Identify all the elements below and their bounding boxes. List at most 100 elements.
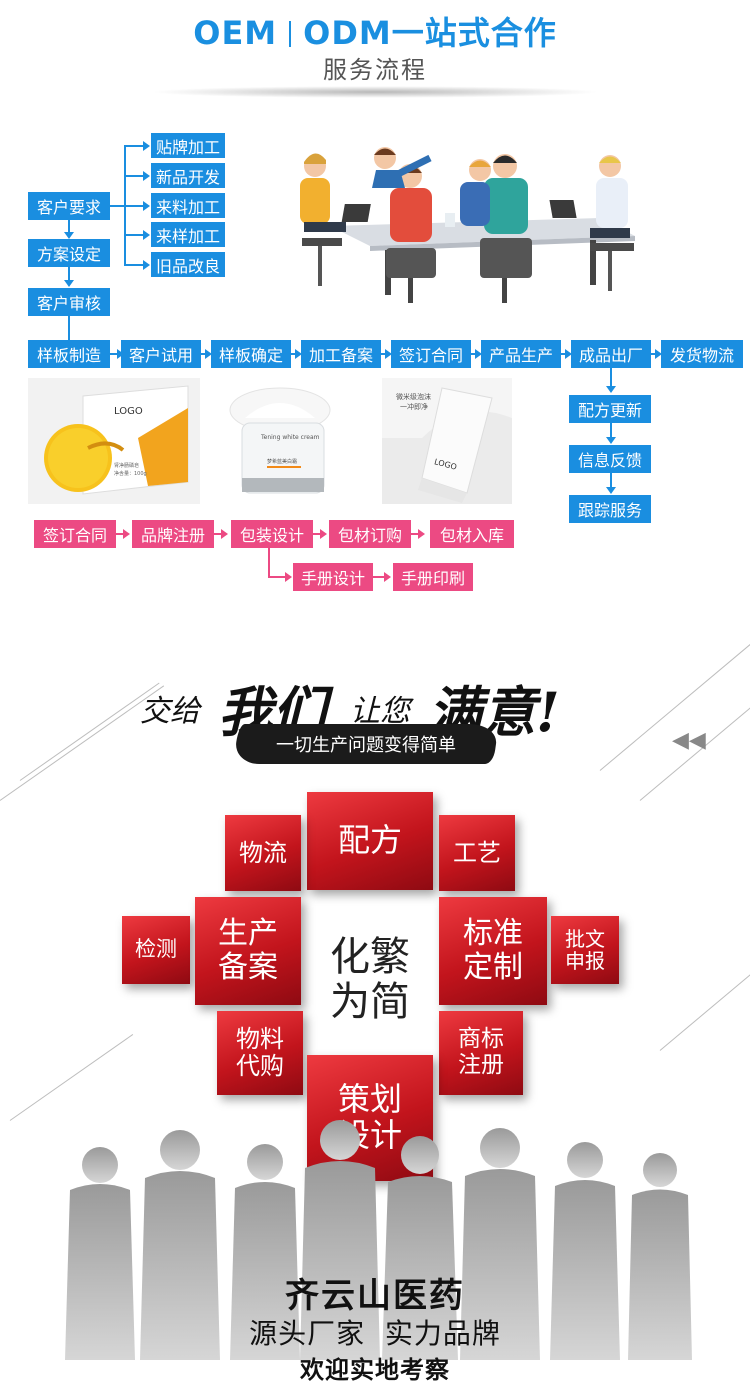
pink-step-brand-register: 品牌注册 [132, 520, 214, 548]
step-sample-confirm: 样板确定 [211, 340, 291, 368]
step-formula-update: 配方更新 [569, 395, 651, 423]
step-customer-request: 客户要求 [28, 192, 110, 220]
connector [68, 316, 70, 340]
arrow-right [205, 349, 212, 359]
arrow-right [655, 349, 662, 359]
block-trademark-register: 商标注册 [439, 1011, 523, 1095]
pink-step-packaging-design: 包装设计 [231, 520, 313, 548]
block-standard-custom: 标准定制 [439, 897, 547, 1005]
connector [68, 267, 70, 281]
option-sample-processing: 来样加工 [151, 222, 225, 247]
tube-title: 微米级泡沫 [396, 393, 431, 401]
arrow-right [418, 529, 425, 539]
pink-step-manual-design: 手册设计 [293, 563, 373, 591]
connector [124, 145, 144, 147]
cream-jar-photo: Tening white cream 梦希蓝美白霜 [215, 378, 365, 504]
connector [124, 175, 144, 177]
meeting-illustration [290, 118, 660, 310]
arrow-right [143, 141, 150, 151]
connector [124, 264, 144, 266]
connector [116, 533, 124, 535]
cleanser-tube-photo: 微米级泡沫 一冲即净 LOGO [382, 378, 512, 504]
arrow-right [117, 349, 124, 359]
arrow-right [565, 349, 572, 359]
connector [291, 353, 296, 355]
connector [110, 205, 124, 207]
connector [68, 220, 70, 233]
connector [268, 548, 270, 577]
connector [610, 423, 612, 439]
soap-logo: LOGO [114, 406, 143, 417]
block-material-purchase: 物料代购 [217, 1011, 303, 1095]
decor-line [9, 1034, 134, 1121]
step-shipping: 发货物流 [661, 340, 743, 368]
connector [561, 353, 566, 355]
block-craft: 工艺 [439, 815, 515, 891]
pink-step-material-order: 包材订购 [329, 520, 411, 548]
slogan-tagline: 一切生产问题变得简单 [276, 735, 456, 756]
arrow-right [143, 230, 150, 240]
step-customer-trial: 客户试用 [121, 340, 201, 368]
arrow-down [64, 280, 74, 287]
connector [124, 205, 144, 207]
arrow-right [143, 260, 150, 270]
arrow-down [606, 437, 616, 444]
company-tagline: 源头厂家 实力品牌 [249, 1317, 501, 1350]
title-shadow [150, 86, 600, 98]
chevron-decor-icon: ◀◀ [672, 728, 706, 753]
option-oem-label: 贴牌加工 [151, 133, 225, 158]
connector [610, 368, 612, 388]
step-plan-setting: 方案设定 [28, 239, 110, 267]
decor-line [19, 682, 160, 781]
connector [381, 353, 386, 355]
arrow-right [221, 529, 228, 539]
pink-step-material-storage: 包材入库 [430, 520, 514, 548]
step-customer-review: 客户审核 [28, 288, 110, 316]
crowd-silhouettes [40, 1120, 720, 1380]
tube-subtitle: 一冲即净 [400, 403, 428, 411]
option-material-processing: 来料加工 [151, 193, 225, 218]
company-name: 齐云山医药 [285, 1276, 465, 1316]
arrow-right [295, 349, 302, 359]
visit-invite: 欢迎实地考察 [300, 1356, 450, 1384]
connector [214, 533, 222, 535]
connector [313, 533, 321, 535]
step-finished-goods: 成品出厂 [571, 340, 651, 368]
block-production-filing: 生产备案 [195, 897, 301, 1005]
step-feedback: 信息反馈 [569, 445, 651, 473]
soap-product-photo: LOGO 肾净肠磷皂 净含量：100g [28, 378, 200, 504]
decor-line [659, 972, 750, 1051]
pink-step-sign-contract: 签订合同 [34, 520, 116, 548]
option-old-product-improve: 旧品改良 [151, 252, 225, 277]
arrow-right [143, 201, 150, 211]
title-odm: ODM一站式合作 [303, 14, 557, 52]
block-approval-filing: 批文申报 [551, 916, 619, 984]
connector [651, 353, 656, 355]
slogan-part-3: 让您 [350, 694, 410, 729]
step-production: 产品生产 [481, 340, 561, 368]
connector [124, 234, 144, 236]
cream-label: Tening white cream [261, 434, 320, 441]
arrow-right [123, 529, 130, 539]
arrow-down [64, 232, 74, 239]
arrow-right [320, 529, 327, 539]
block-logistics: 物流 [225, 815, 301, 891]
arrow-down [606, 487, 616, 494]
step-tracking-service: 跟踪服务 [569, 495, 651, 523]
connector [201, 353, 206, 355]
connector [268, 576, 286, 578]
soap-weight: 净含量：100g [114, 471, 147, 477]
option-new-product: 新品开发 [151, 163, 225, 188]
arrow-right [475, 349, 482, 359]
connector [373, 576, 385, 578]
connector [110, 353, 118, 355]
connector [471, 353, 476, 355]
arrow-right [143, 171, 150, 181]
arrow-right [384, 572, 391, 582]
block-testing: 检测 [122, 916, 190, 984]
title-divider [289, 21, 292, 47]
step-sample-making: 样板制造 [28, 340, 110, 368]
block-formula: 配方 [307, 792, 433, 890]
slogan-part-1: 交给 [140, 694, 200, 729]
